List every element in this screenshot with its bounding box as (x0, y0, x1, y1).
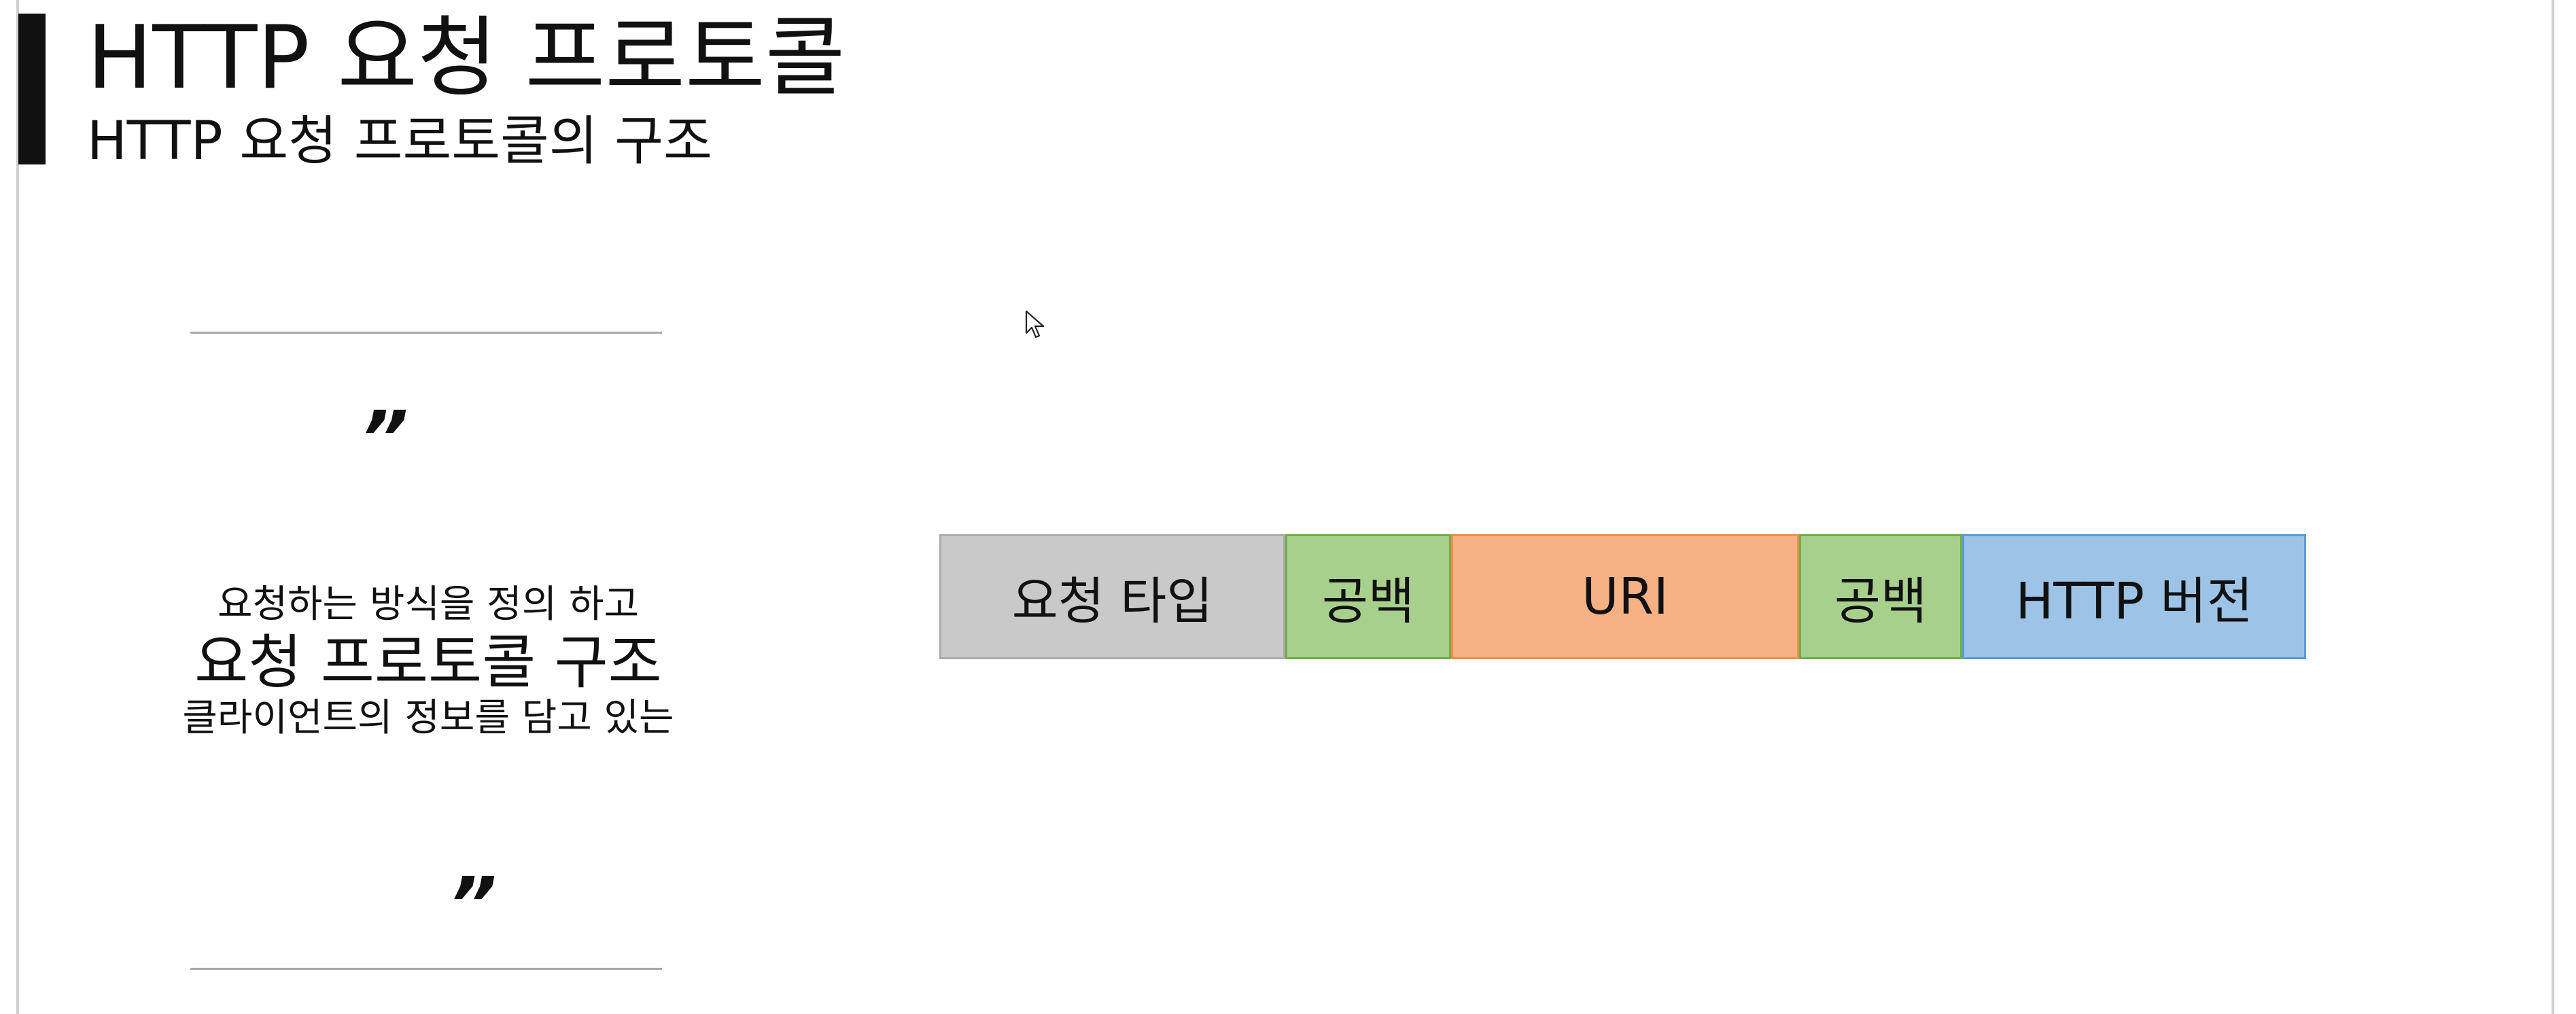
segment-request-type: 요청 타입 (939, 534, 1285, 659)
quote-line-3: 클라이언트의 정보를 담고 있는 (182, 696, 674, 740)
title-accent-bar (18, 14, 46, 164)
mouse-pointer-icon (1025, 310, 1045, 338)
quote-line-1: 요청하는 방식을 정의 하고 (217, 582, 640, 627)
segment-uri: URI (1451, 534, 1799, 659)
segment-space-1: 공백 (1285, 534, 1451, 659)
segment-space-2: 공백 (1799, 534, 1962, 659)
segment-http-version: HTTP 버전 (1962, 534, 2306, 659)
slide-right-border (2552, 0, 2554, 1014)
quote-open-mark: ” (360, 395, 408, 482)
slide-left-border (16, 0, 19, 1014)
quote-close-mark: ” (449, 861, 497, 948)
quote-line-2: 요청 프로토콜 구조 (194, 629, 662, 697)
quote-top-rule (190, 332, 662, 334)
quote-bottom-rule (190, 968, 662, 970)
slide-title: HTTP 요청 프로토콜 (87, 7, 846, 109)
slide-subtitle: HTTP 요청 프로토콜의 구조 (87, 111, 712, 172)
